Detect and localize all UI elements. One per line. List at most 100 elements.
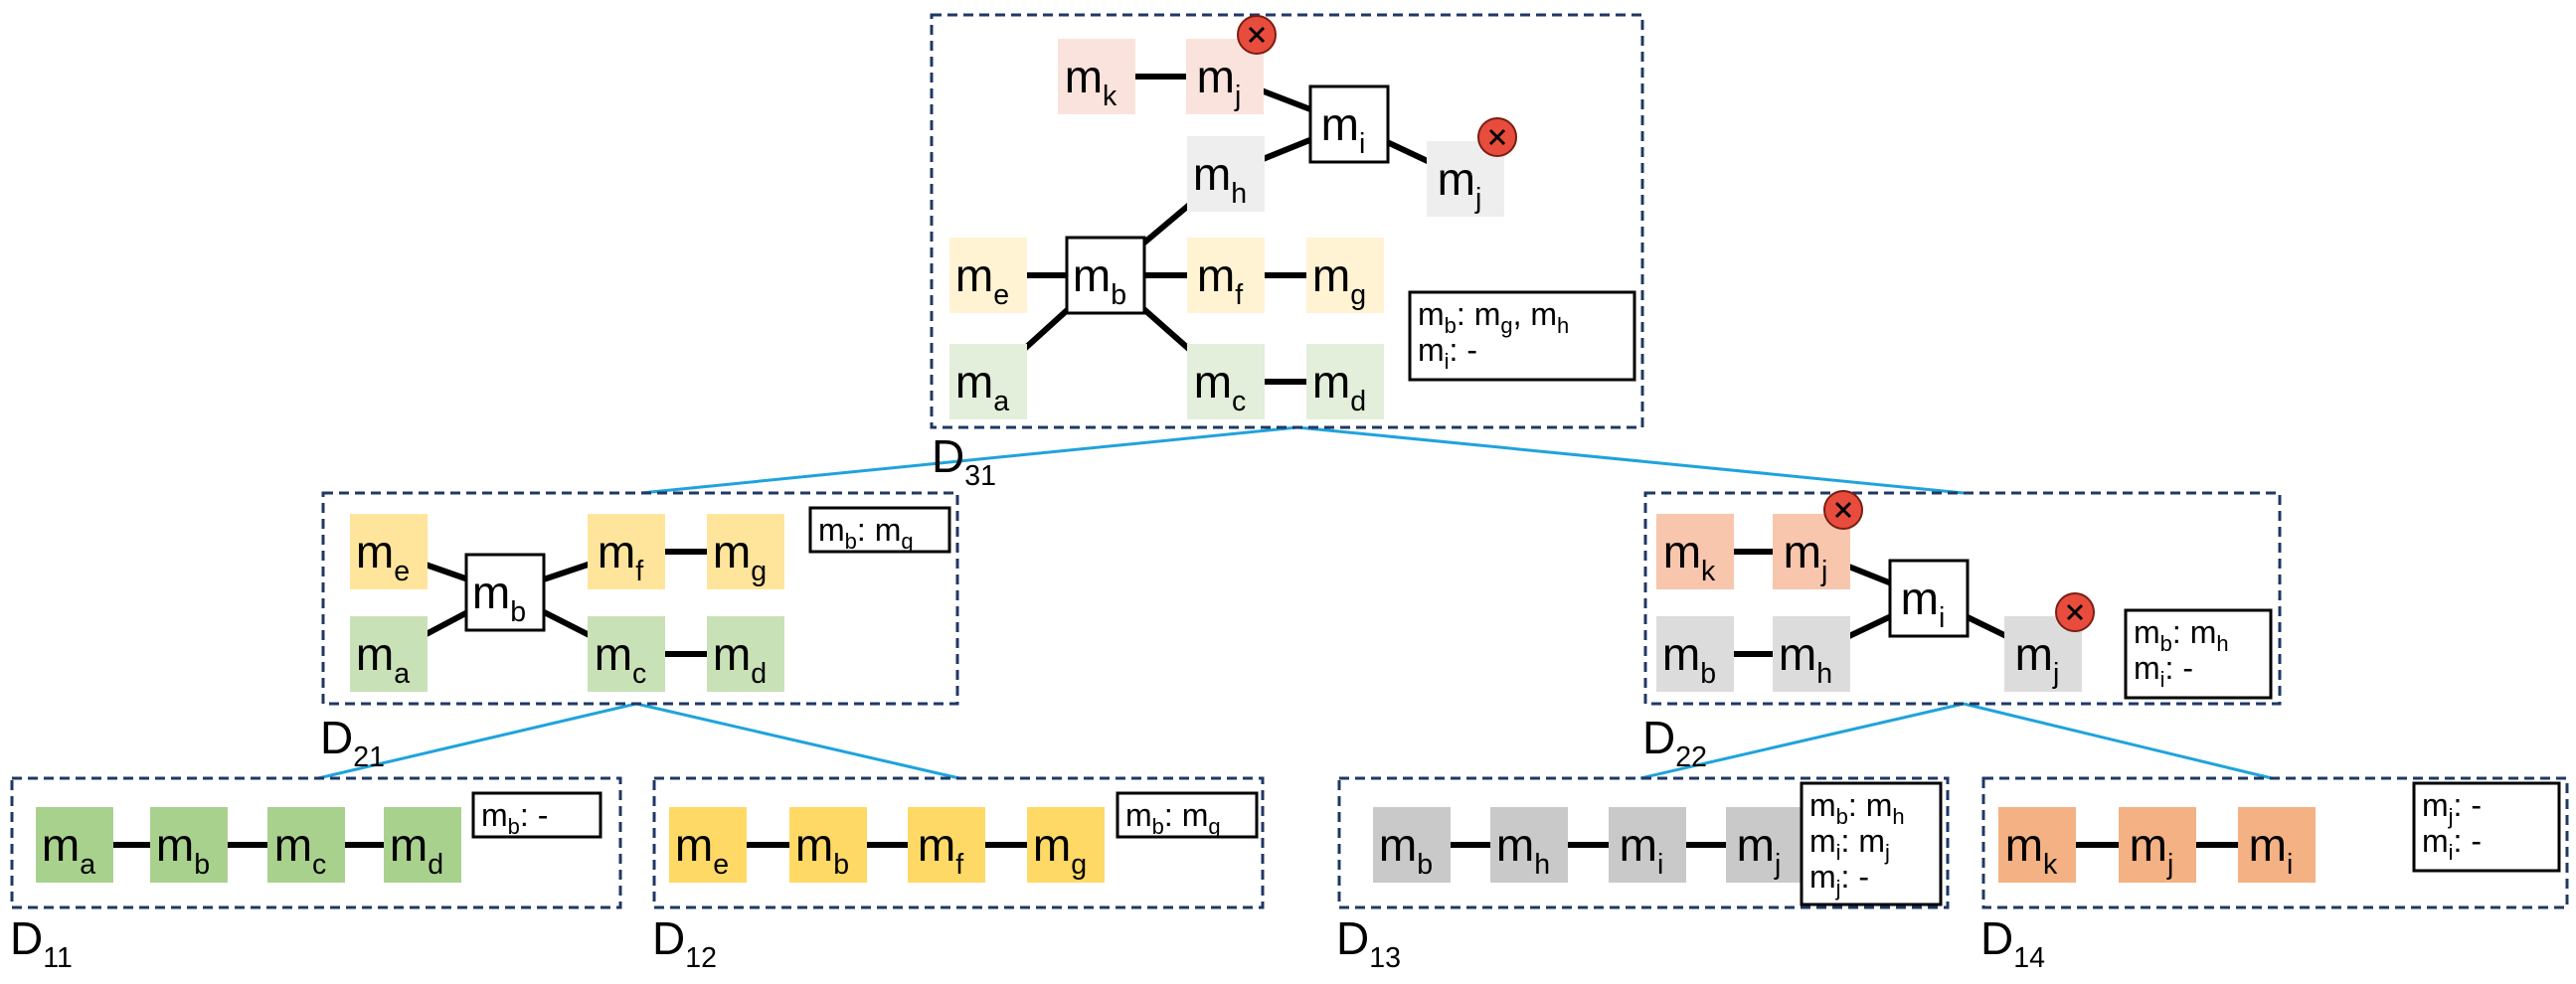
info-box bbox=[2124, 608, 2273, 700]
node-mj2: mj bbox=[2004, 592, 2095, 692]
panel-label-base: D bbox=[932, 430, 964, 482]
node-label: mh bbox=[1193, 148, 1247, 210]
node-box bbox=[1656, 616, 1734, 692]
info-box bbox=[1408, 290, 1636, 382]
info-line: mi: - bbox=[1418, 332, 1477, 374]
panel-label: D21 bbox=[320, 712, 385, 773]
info-text: , m bbox=[1513, 296, 1557, 332]
node-label-base: m bbox=[274, 819, 312, 871]
node-label: mi bbox=[2249, 819, 2294, 881]
node-label-base: m bbox=[1033, 819, 1071, 871]
node-box bbox=[36, 807, 113, 883]
close-circle-icon bbox=[1237, 15, 1277, 55]
node-mh: mh bbox=[1773, 616, 1850, 692]
close-circle-icon bbox=[1477, 117, 1517, 157]
info-text: : - bbox=[520, 797, 548, 833]
info-box bbox=[471, 791, 602, 839]
node-box bbox=[1306, 238, 1384, 313]
node-label: md bbox=[390, 819, 443, 881]
close-circle-icon bbox=[2055, 592, 2095, 632]
panel-label-base: D bbox=[10, 912, 43, 964]
info-text: m bbox=[2422, 823, 2449, 859]
node-label-sub: b bbox=[1111, 279, 1126, 311]
node-label-sub: e bbox=[993, 279, 1009, 311]
panel-label-base: D bbox=[1642, 712, 1675, 763]
node-label-sub: i bbox=[1359, 128, 1365, 160]
node-label-base: m bbox=[1197, 51, 1235, 102]
node-label: mi bbox=[1620, 819, 1664, 881]
node-label: ma bbox=[356, 628, 410, 690]
node-mj: mj bbox=[2119, 807, 2196, 883]
node-label-sub: k bbox=[1103, 81, 1117, 112]
node-label: mb bbox=[795, 819, 849, 881]
info-text: m bbox=[1418, 332, 1445, 368]
node-box bbox=[588, 616, 665, 692]
node-label: mj bbox=[2015, 628, 2060, 690]
node-label: mf bbox=[1197, 249, 1243, 311]
node-label-base: m bbox=[1663, 526, 1701, 577]
node-box bbox=[588, 514, 665, 589]
merge-node-box bbox=[464, 553, 546, 632]
node-label: mg bbox=[1033, 819, 1087, 881]
info-line: mb: mh bbox=[1809, 787, 1905, 829]
node-mg: mg bbox=[707, 514, 784, 589]
info-sub: i bbox=[2449, 840, 2454, 865]
node-label-base: m bbox=[955, 356, 993, 408]
node-label-base: m bbox=[356, 526, 394, 577]
info-text: m bbox=[1809, 787, 1836, 823]
node-ma: ma bbox=[350, 616, 428, 692]
node-label-sub: c bbox=[632, 658, 646, 690]
info-line: mb: mh bbox=[2134, 614, 2229, 656]
node-box bbox=[2119, 807, 2196, 883]
node-mb: mb bbox=[1656, 616, 1734, 692]
node-box bbox=[707, 616, 784, 692]
node-box bbox=[1998, 807, 2076, 883]
node-label-sub: f bbox=[1235, 279, 1243, 311]
node-box bbox=[1187, 344, 1265, 419]
node-label-sub: j bbox=[2166, 849, 2173, 881]
node-label-base: m bbox=[390, 819, 428, 871]
panel-label-base: D bbox=[1980, 912, 2013, 964]
node-label-sub: c bbox=[1232, 386, 1246, 417]
node-label: mc bbox=[595, 628, 647, 690]
node-label-sub: d bbox=[428, 849, 443, 881]
node-label: me bbox=[675, 819, 729, 881]
node-label-sub: i bbox=[2287, 849, 2293, 881]
info-sub: b bbox=[1836, 804, 1848, 829]
node-label-base: m bbox=[2249, 819, 2287, 871]
info-sub: i bbox=[1445, 349, 1450, 374]
node-box bbox=[908, 807, 985, 883]
node-mg: mg bbox=[1027, 807, 1105, 883]
node-box bbox=[1306, 344, 1384, 419]
info-sub: j bbox=[1884, 840, 1890, 865]
node-label-base: m bbox=[713, 628, 751, 680]
node-label-base: m bbox=[1065, 51, 1103, 102]
node-mi: mi bbox=[1308, 84, 1390, 164]
node-md: md bbox=[384, 807, 461, 883]
node-label-sub: i bbox=[1939, 602, 1945, 634]
info-text: : m bbox=[1841, 823, 1885, 859]
node-label: md bbox=[713, 628, 767, 690]
node-mb: mb bbox=[789, 807, 867, 883]
info-text: : - bbox=[2165, 650, 2193, 686]
node-box bbox=[949, 238, 1027, 313]
node-label-base: m bbox=[156, 819, 194, 871]
tree-connector-2 bbox=[1296, 425, 1965, 495]
merge-node-box bbox=[1065, 236, 1146, 315]
node-mb: mb bbox=[464, 553, 546, 632]
node-label: ma bbox=[955, 356, 1009, 417]
node-label-base: m bbox=[472, 567, 510, 618]
node-mj: mj bbox=[1726, 807, 1803, 883]
node-label: mg bbox=[713, 526, 767, 587]
info-sub: b bbox=[845, 529, 857, 554]
node-label: mg bbox=[1312, 249, 1366, 311]
node-label: mb bbox=[472, 567, 526, 628]
node-label-base: m bbox=[356, 628, 394, 680]
node-label-base: m bbox=[1312, 356, 1350, 408]
node-label-base: m bbox=[1312, 249, 1350, 301]
info-sub: h bbox=[1557, 313, 1569, 338]
panel-label: D31 bbox=[932, 430, 996, 492]
